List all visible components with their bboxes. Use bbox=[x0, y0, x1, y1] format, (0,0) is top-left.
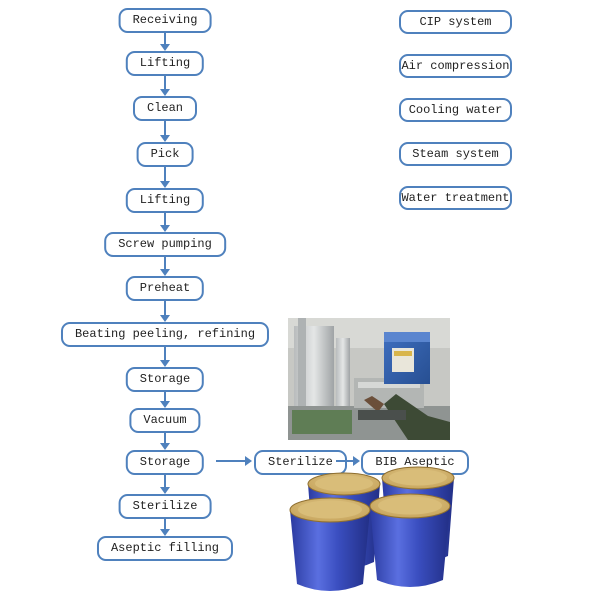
arrow-down-icon bbox=[159, 345, 171, 367]
flow-step-lifting-2: Lifting bbox=[125, 188, 205, 213]
flow-step-beating-peeling-refining: Beating peeling, refining bbox=[60, 322, 270, 347]
flow-step-aseptic-filling: Aseptic filling bbox=[96, 536, 234, 561]
utility-air-compression: Air compression bbox=[399, 54, 512, 78]
arrow-down-icon bbox=[159, 165, 171, 188]
utility-cooling-water: Cooling water bbox=[399, 98, 512, 122]
drums-photo bbox=[282, 462, 472, 596]
blue-drums-illustration bbox=[289, 466, 455, 591]
utility-steam-system: Steam system bbox=[399, 142, 512, 166]
flow-step-preheat: Preheat bbox=[125, 276, 205, 301]
arrow-down-icon bbox=[159, 517, 171, 536]
arrow-down-icon bbox=[159, 74, 171, 96]
arrow-down-icon bbox=[159, 119, 171, 142]
flow-step-pick: Pick bbox=[136, 142, 194, 167]
arrow-down-icon bbox=[159, 211, 171, 232]
flow-step-storage-1: Storage bbox=[125, 367, 205, 392]
bib-filling-machine-illustration bbox=[288, 318, 450, 440]
flow-step-vacuum: Vacuum bbox=[129, 408, 201, 433]
arrow-down-icon bbox=[159, 390, 171, 408]
arrow-down-icon bbox=[159, 431, 171, 450]
arrow-down-icon bbox=[159, 31, 171, 51]
utility-water-treatment: Water treatment bbox=[399, 186, 512, 210]
arrow-right-icon bbox=[216, 455, 252, 467]
machine-photo bbox=[288, 318, 450, 440]
utility-cip-system: CIP system bbox=[399, 10, 512, 34]
flow-step-screw-pumping: Screw pumping bbox=[104, 232, 226, 257]
flow-step-clean: Clean bbox=[132, 96, 198, 121]
flow-step-storage-2: Storage bbox=[125, 450, 205, 475]
arrow-down-icon bbox=[159, 255, 171, 276]
flow-step-lifting-1: Lifting bbox=[125, 51, 205, 76]
flow-step-sterilize: Sterilize bbox=[118, 494, 212, 519]
flow-step-receiving: Receiving bbox=[118, 8, 212, 33]
arrow-right-icon bbox=[336, 455, 360, 467]
branch-step-sterilize: Sterilize bbox=[254, 450, 347, 475]
arrow-down-icon bbox=[159, 473, 171, 494]
arrow-down-icon bbox=[159, 299, 171, 322]
